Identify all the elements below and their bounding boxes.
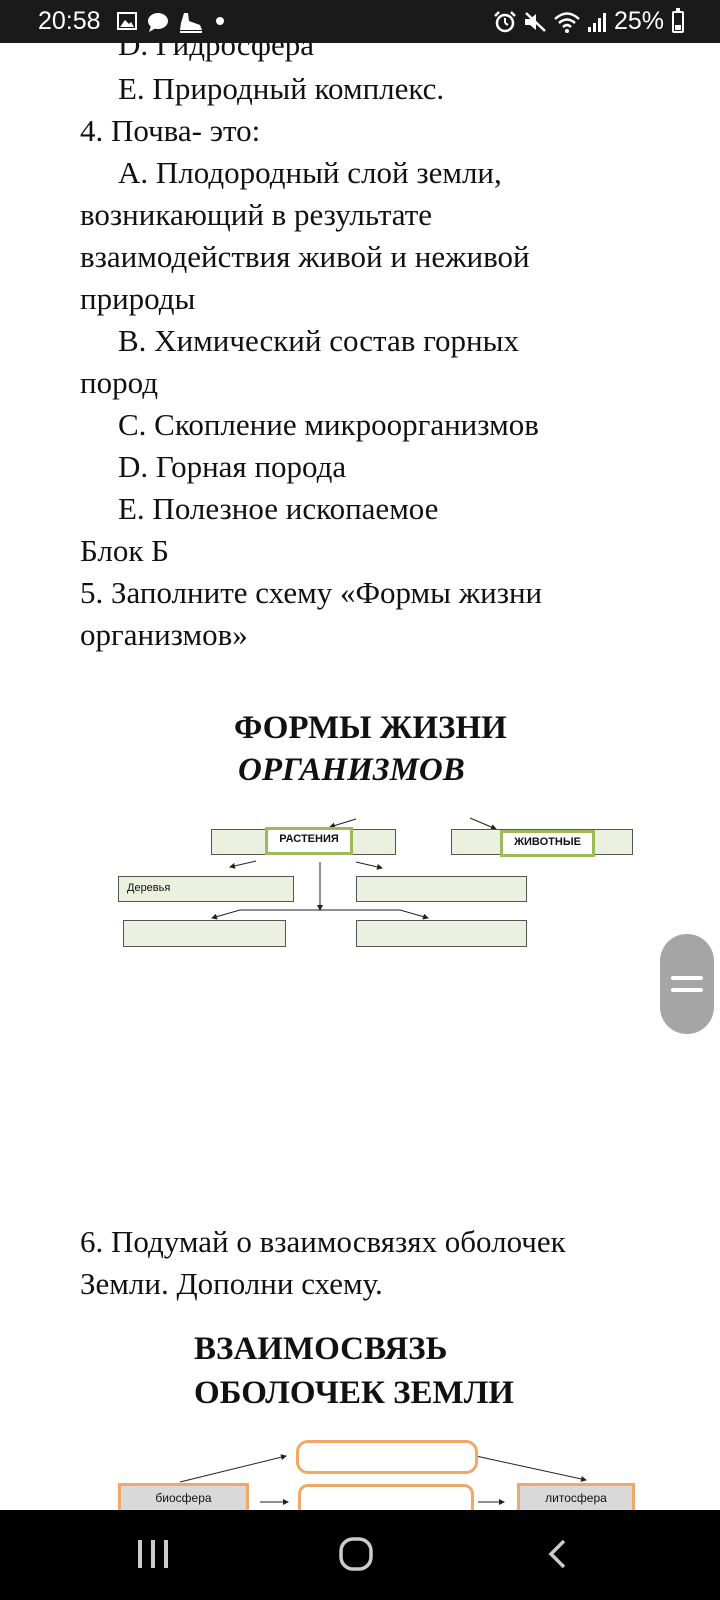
question-5-line: 5. Заполните схему «Формы жизни [80,575,543,610]
biosphere-box: биосфера [118,1483,249,1510]
empty-box-lower-right [356,920,527,947]
block-b-heading: Блок Б [80,533,169,568]
gallery-icon [117,12,137,30]
alarm-icon [494,11,516,33]
diagram1-arrows [211,817,497,920]
diagram2-arrows [179,1454,587,1505]
option-a-line-2: возникающий в результате [80,197,433,232]
dot-icon [216,17,224,25]
arrow-into-plants [329,818,357,829]
diagram2-title-line1: ВЗАИМОСВЯЗЬ [194,1331,448,1367]
diagram1-title-line1: ФОРМЫ ЖИЗНИ [234,710,507,746]
arrow-into-animals [469,817,497,830]
empty-box-lower-left [123,920,286,947]
option-e2-line: E. Полезное ископаемое [118,491,439,526]
option-a-line-3: взаимодействия живой и неживой [80,239,530,274]
battery-percent: 25% [614,7,665,35]
recent-apps-button[interactable] [136,1538,170,1570]
question-5-line-2: организмов» [80,617,248,652]
empty-box-right [356,876,527,902]
option-b-line: B. Химический состав горных [118,323,519,358]
status-bar: 20:58 25% [0,0,720,43]
status-time: 20:58 [38,7,101,35]
arrow-bio-to-top [179,1454,287,1483]
document-view[interactable]: D. Гидросфера E. Природный комплекс. 4. … [0,0,720,1510]
back-button[interactable] [546,1538,568,1570]
shoe-icon [180,13,202,33]
wifi-icon [554,12,580,33]
lithosphere-box: литосфера [517,1483,635,1510]
empty-oval-top [296,1440,478,1474]
arrow-to-trees [229,860,257,869]
signal-icon [588,12,610,32]
empty-oval-center [298,1484,474,1510]
navigation-bar [0,1510,720,1600]
option-d2-line: D. Горная порода [118,449,347,484]
option-a-line-4: природы [80,281,196,316]
option-b-line-2: пород [80,365,158,400]
arrow-top-to-litho [475,1455,587,1482]
arrow-to-lower-left [211,909,241,920]
home-button[interactable] [338,1536,374,1572]
question-4-line: 4. Почва- это: [80,113,261,148]
diagram2-title-line2: ОБОЛОЧЕК ЗЕМЛИ [194,1375,514,1411]
animals-label-box: ЖИВОТНЫЕ [500,830,595,857]
option-a-line: A. Плодородный слой земли, [118,155,502,190]
plants-label-box: РАСТЕНИЯ [265,827,353,855]
battery-icon [672,8,684,33]
scroll-handle[interactable] [660,934,714,1034]
chat-icon [148,13,168,32]
arrow-to-lower-right [399,909,429,920]
trees-box: Деревья [118,876,294,902]
mute-icon [525,12,546,32]
option-e-line: E. Природный комплекс. [118,71,445,106]
diagram1-title-line2: ОРГАНИЗМОВ [238,752,465,788]
arrow-to-right-box [355,861,383,870]
question-6-line: 6. Подумай о взаимосвязях оболочек [80,1224,566,1259]
question-6-line-2: Земли. Дополни схему. [80,1266,383,1301]
option-c-line: C. Скопление микроорганизмов [118,407,539,442]
